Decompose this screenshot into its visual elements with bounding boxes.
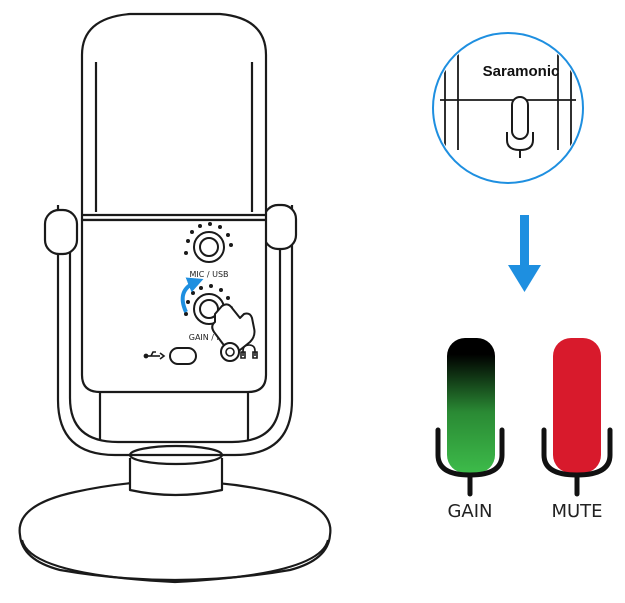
left-side-knob <box>43 208 79 256</box>
mic-indicator-icon <box>506 96 534 158</box>
usb-icon <box>143 351 166 360</box>
right-side-knob <box>262 203 298 251</box>
headphone-jack[interactable] <box>220 342 240 362</box>
stand-neck <box>128 458 224 497</box>
usb-c-port[interactable] <box>169 347 197 365</box>
gain-label: GAIN / MUTE <box>189 333 240 342</box>
zoom-circle <box>432 32 584 184</box>
mode-label: MIC / USB <box>189 270 228 279</box>
mute-indicator-label: MUTE <box>551 501 602 522</box>
yoke <box>56 205 294 457</box>
mute-led <box>553 338 601 473</box>
microphone-body <box>18 12 332 584</box>
mic-head <box>80 12 268 222</box>
brand-logo: Saramonic <box>483 63 560 80</box>
rotate-arrow-icon <box>180 277 204 313</box>
mute-indicator <box>541 338 613 497</box>
gain-indicator-label: GAIN <box>447 501 492 522</box>
gain-led <box>447 338 495 473</box>
mic-lower-body <box>80 218 268 394</box>
gain-indicator <box>435 338 505 497</box>
down-arrow-icon <box>508 215 541 292</box>
hand-pointer-icon <box>211 303 256 353</box>
mode-knob[interactable] <box>184 222 233 263</box>
headphone-icon <box>240 344 258 359</box>
